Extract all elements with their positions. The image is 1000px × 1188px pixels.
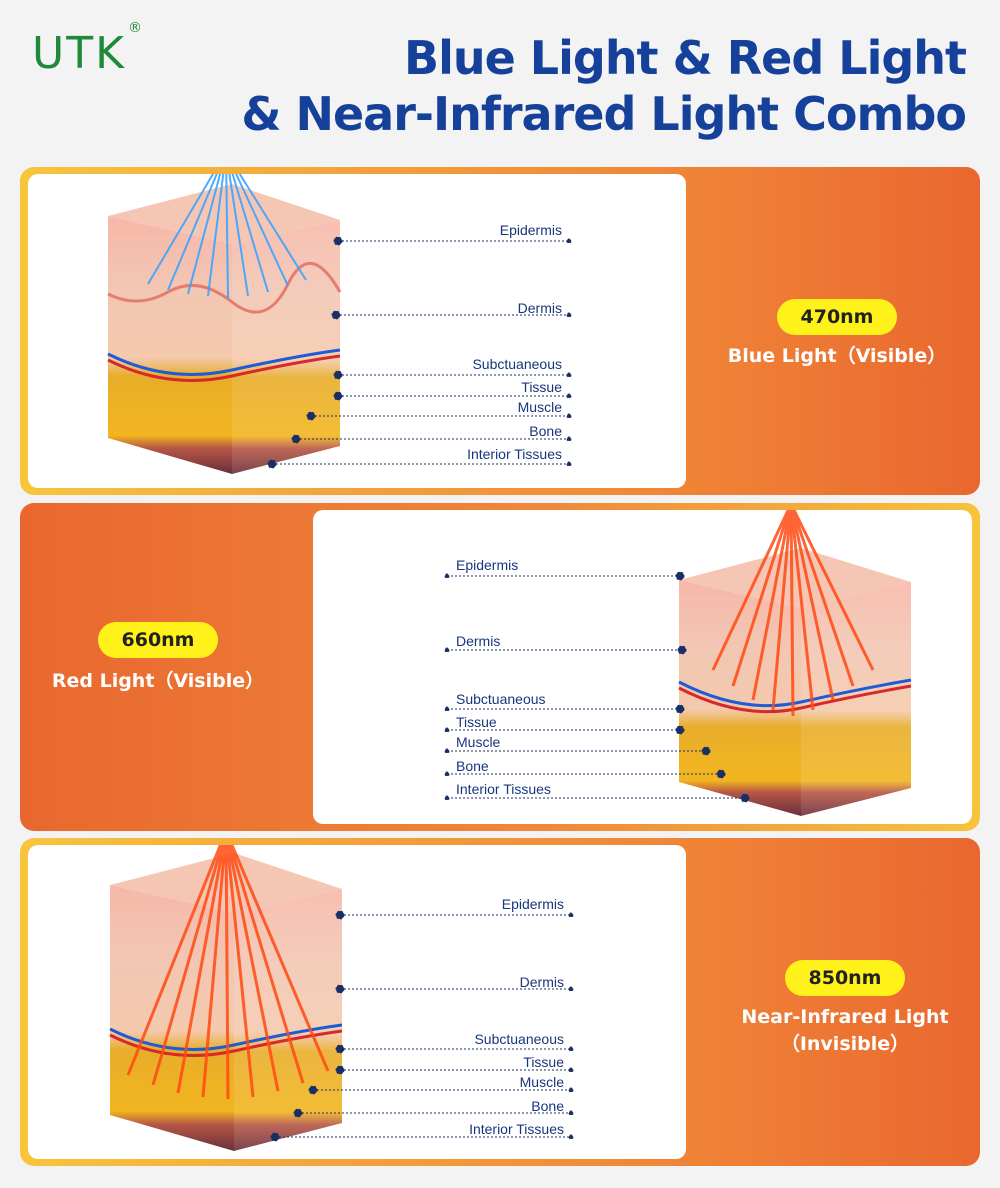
skin-cube-side	[232, 220, 340, 474]
label-dermis: Dermis	[456, 633, 501, 649]
light-type-label-line-1: Near-Infrared Light	[741, 1006, 949, 1028]
label-interior-tissues: Interior Tissues	[456, 781, 551, 797]
label-interior-tissues: Interior Tissues	[469, 1121, 564, 1137]
leader-lines	[444, 571, 750, 803]
skin-diagram-blue	[107, 174, 572, 474]
page-title: Blue Light & Red Light & Near-Infrared L…	[241, 30, 967, 142]
skin-cube-front	[108, 216, 232, 474]
skin-cube-side	[234, 889, 342, 1151]
near-infrared-beam	[126, 845, 330, 1100]
label-bone: Bone	[531, 1098, 564, 1114]
skin-diagram-nir	[109, 845, 574, 1151]
label-subcutaneous: Subctuaneous	[472, 356, 562, 372]
light-type-label-line-2: （Invisible）	[780, 1033, 910, 1055]
skin-diagram-red	[444, 510, 912, 816]
wavelength-badge: 850nm	[785, 960, 905, 996]
label-epidermis: Epidermis	[456, 557, 519, 573]
label-tissue: Tissue	[523, 1054, 564, 1070]
title-line-2: & Near-Infrared Light Combo	[241, 87, 967, 141]
label-subcutaneous: Subctuaneous	[456, 691, 546, 707]
skin-cube-top	[679, 548, 911, 608]
label-tissue: Tissue	[521, 379, 562, 395]
label-muscle: Muscle	[517, 399, 562, 415]
label-bone: Bone	[529, 423, 562, 439]
red-beam	[711, 510, 875, 717]
skin-diagram-card: Epidermis Dermis Subctuaneous Tissue Mus…	[313, 510, 972, 824]
label-tissue: Tissue	[456, 714, 497, 730]
label-epidermis: Epidermis	[501, 896, 564, 912]
registered-mark: ®	[127, 20, 144, 37]
panel-blue-light: Epidermis Dermis Subctuaneous Tissue Mus…	[20, 167, 980, 495]
title-line-1: Blue Light & Red Light	[404, 31, 967, 85]
panel-red-light: 660nm Red Light（Visible）	[20, 503, 980, 831]
skin-cube-side	[801, 582, 911, 816]
light-type-label: Red Light（Visible）	[51, 670, 265, 692]
label-subcutaneous: Subctuaneous	[474, 1031, 564, 1047]
brand-logo: UTK®	[32, 20, 144, 79]
label-muscle: Muscle	[519, 1074, 564, 1090]
brand-name: UTK	[32, 28, 126, 79]
leader-lines	[267, 236, 572, 469]
skin-cube-front	[679, 580, 801, 816]
label-interior-tissues: Interior Tissues	[467, 446, 562, 462]
skin-cube-top	[108, 184, 340, 244]
blue-beam	[147, 174, 307, 299]
wavelength-badge: 470nm	[777, 299, 897, 335]
leader-lines	[270, 910, 574, 1142]
skin-diagram-card: Epidermis Dermis Subctuaneous Tissue Mus…	[28, 174, 686, 488]
label-muscle: Muscle	[456, 734, 501, 750]
label-epidermis: Epidermis	[499, 222, 562, 238]
panel-near-infrared-light: Epidermis Dermis Subctuaneous Tissue Mus…	[20, 838, 980, 1166]
label-dermis: Dermis	[519, 974, 564, 990]
label-bone: Bone	[456, 758, 489, 774]
label-dermis: Dermis	[517, 300, 562, 316]
skin-diagram-card: Epidermis Dermis Subctuaneous Tissue Mus…	[28, 845, 686, 1159]
wavelength-badge: 660nm	[98, 622, 218, 658]
light-type-label: Blue Light（Visible）	[727, 345, 947, 367]
